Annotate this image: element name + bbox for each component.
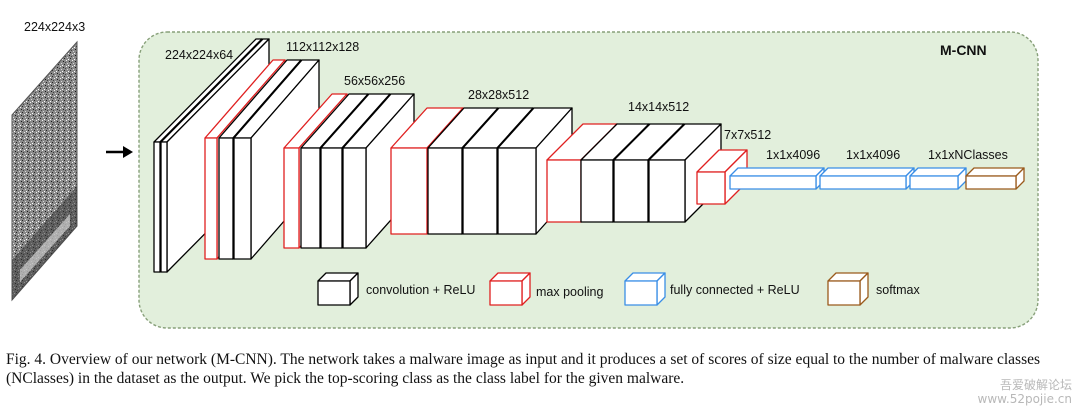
input-size-label: 224x224x3 bbox=[24, 20, 86, 34]
legend-label-conv: convolution + ReLU bbox=[366, 283, 476, 297]
network-title: M-CNN bbox=[940, 42, 987, 58]
dim-label-fc3: 1x1xNClasses bbox=[928, 148, 1008, 162]
legend-label-softmax: softmax bbox=[876, 283, 920, 297]
legend-box-fc bbox=[624, 272, 666, 306]
figure-caption: Fig. 4. Overview of our network (M-CNN).… bbox=[6, 351, 1041, 387]
legend-boxes bbox=[317, 272, 869, 306]
watermark: 吾爱破解论坛 www.52pojie.cn bbox=[978, 378, 1072, 406]
network-diagram bbox=[11, 31, 1039, 329]
fc1 bbox=[729, 167, 825, 190]
input-arrow bbox=[106, 146, 133, 158]
dim-label-fc1: 1x1x4096 bbox=[766, 148, 821, 162]
fc2 bbox=[819, 167, 915, 190]
legend-label-pool: max pooling bbox=[536, 285, 604, 299]
dim-label-conv3: 56x56x256 bbox=[344, 74, 406, 88]
fc3 bbox=[909, 167, 967, 190]
dim-label-conv5: 14x14x512 bbox=[628, 100, 690, 114]
watermark-line1: 吾爱破解论坛 bbox=[999, 378, 1072, 392]
dim-label-pool5: 7x7x512 bbox=[724, 128, 772, 142]
legend-box-softmax bbox=[827, 272, 869, 306]
dim-label-conv1: 224x224x64 bbox=[165, 48, 234, 62]
conv3-slab-c bbox=[342, 93, 415, 249]
watermark-line2: www.52pojie.cn bbox=[977, 392, 1072, 406]
dim-label-conv2: 112x112x128 bbox=[286, 40, 360, 54]
layer-blocks bbox=[153, 38, 1025, 273]
softmax bbox=[965, 167, 1025, 190]
dim-label-fc2: 1x1x4096 bbox=[846, 148, 901, 162]
input-malware-image bbox=[11, 40, 78, 302]
legend-box-conv bbox=[317, 272, 359, 306]
legend-box-pool bbox=[489, 272, 531, 306]
legend-label-fc: fully connected + ReLU bbox=[670, 283, 800, 297]
dim-label-conv4: 28x28x512 bbox=[468, 88, 530, 102]
